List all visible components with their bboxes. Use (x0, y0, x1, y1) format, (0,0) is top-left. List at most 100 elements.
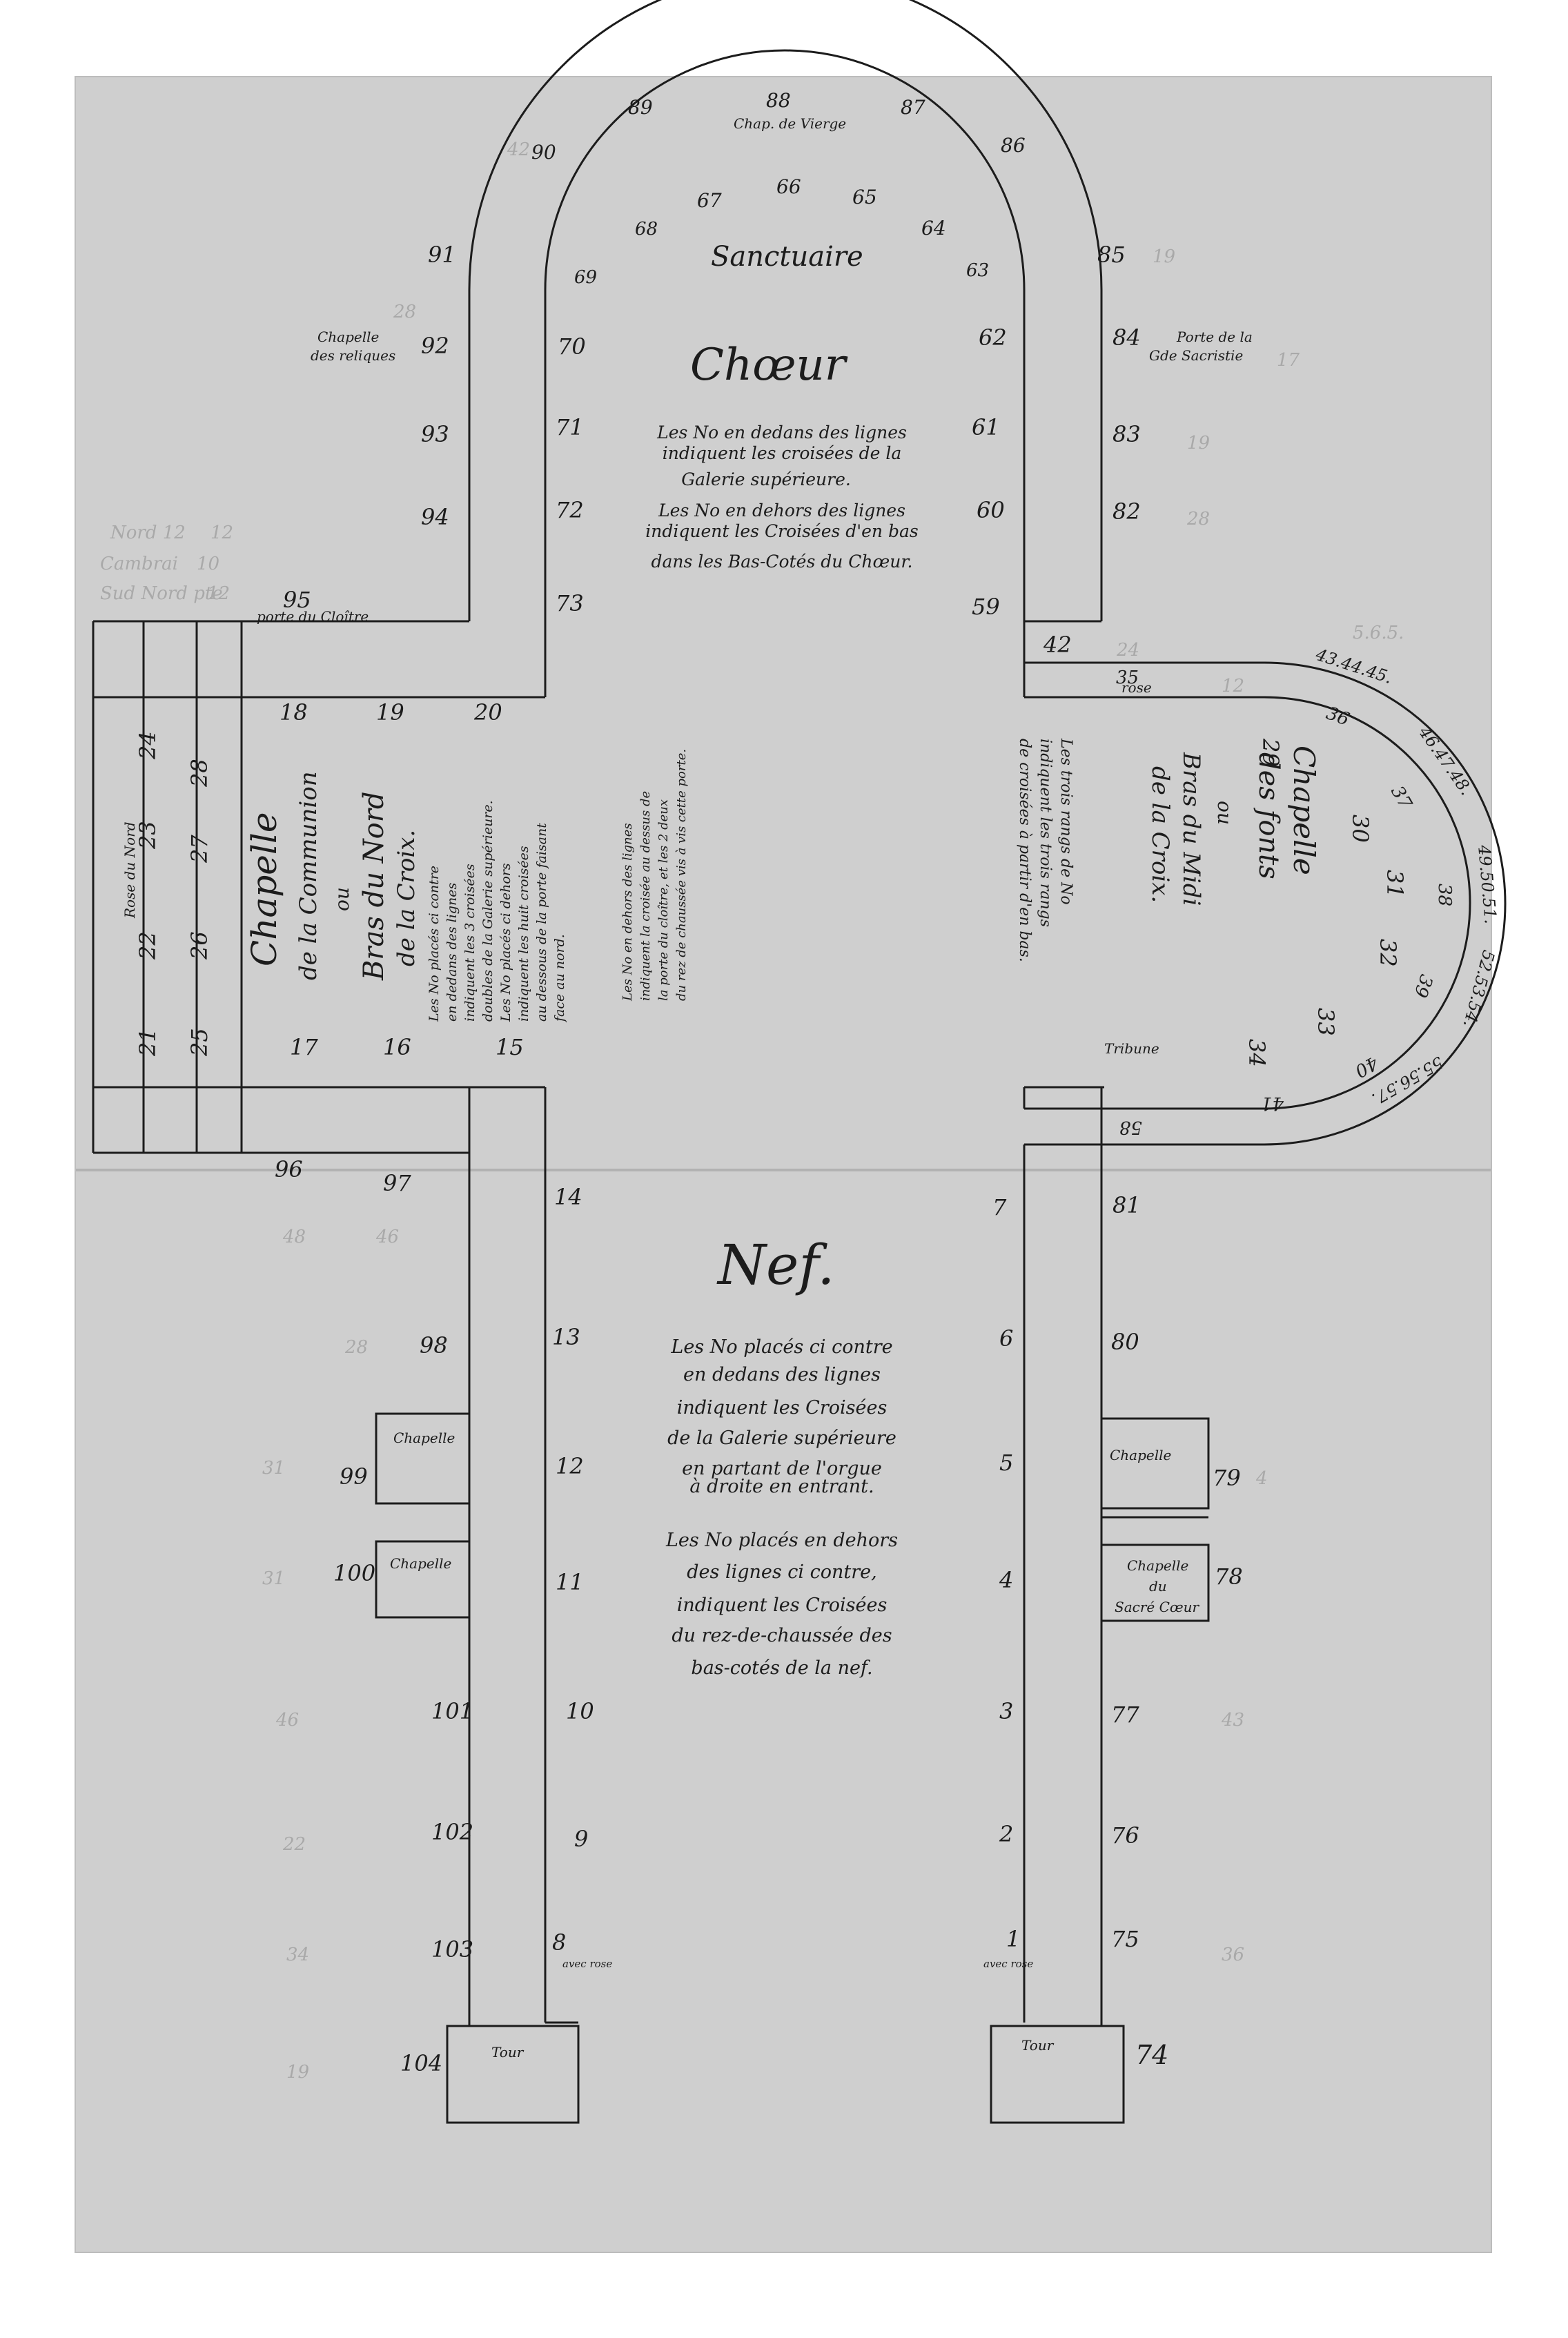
window-number: 7 (992, 1194, 1007, 1220)
window-number: 95 (283, 587, 311, 613)
window-number: 96 (275, 1156, 303, 1182)
window-number: 69 (574, 267, 597, 288)
pencil-note: 43 (1221, 1710, 1244, 1731)
chapel-line: des fonts (1253, 752, 1284, 879)
pencil-note: 22 (282, 1834, 306, 1855)
porte-cloitre-label: porte du Cloître (257, 608, 369, 625)
pencil-note: 36 (1222, 1945, 1244, 1965)
note-line: face au nord. (552, 934, 567, 1023)
nef-title: Nef. (716, 1233, 835, 1297)
pencil-note: 12 (1222, 676, 1244, 696)
window-number: 12 (556, 1453, 584, 1479)
window-number: 9 (574, 1826, 588, 1852)
window-number: 4 (999, 1567, 1013, 1593)
pencil-note: 42 (507, 139, 530, 160)
window-number: 71 (556, 414, 584, 440)
window-number: 85 (1097, 242, 1126, 268)
window-number: 61 (972, 414, 1000, 440)
window-number: 79 (1213, 1465, 1241, 1491)
window-number: 59 (972, 594, 1000, 620)
chapel-east-2b-label: du (1149, 1578, 1167, 1595)
porte-sacristie-label-2: Gde Sacristie (1149, 347, 1243, 364)
note-line: de croisées à partir d'en bas. (1016, 739, 1033, 962)
note-line: du rez-de-chaussée des (672, 1625, 892, 1646)
rose-sud-label: rose (1121, 679, 1152, 696)
note-line: bas-cotés de la nef. (691, 1657, 872, 1679)
note-line: indiquent les Croisées (677, 1397, 888, 1419)
note-line: au dessous de la porte faisant (534, 823, 549, 1022)
pencil-note: 31 (262, 1568, 285, 1589)
paper-sheet (76, 77, 1491, 2252)
pencil-note: 5.6.5. (1353, 623, 1404, 643)
window-number: 72 (556, 497, 584, 523)
chapel-line: ou (1213, 801, 1236, 825)
pencil-note: 28 (393, 302, 416, 322)
plan-walls (92, 0, 1507, 2124)
window-number: 20 (473, 699, 502, 725)
window-number: 77 (1111, 1702, 1139, 1728)
window-number: 102 (431, 1819, 473, 1845)
window-number: 101 (431, 1698, 473, 1724)
window-number: 27 (186, 835, 213, 864)
pencil-note: 4 (1255, 1468, 1268, 1489)
rose-nord-label: Rose du Nord (121, 821, 138, 919)
window-number: 87 (901, 96, 925, 119)
nef-note-2: Les No placés en dehors des lignes ci co… (665, 1530, 898, 1679)
nef-note-1: Les No placés ci contre en dedans des li… (667, 1336, 896, 1497)
window-number: 32 (1375, 939, 1401, 967)
note-line: doubles de la Galerie supérieure. (480, 800, 496, 1022)
note-line: Les trois rangs de No (1057, 738, 1075, 905)
window-number: 64 (921, 217, 946, 240)
chapel-line: de la Croix. (1146, 766, 1174, 903)
note-line: Les No placés ci dehors (498, 863, 513, 1022)
window-number: 80 (1111, 1329, 1139, 1355)
window-number: 14 (554, 1184, 582, 1210)
pencil-note: Cambrai (100, 554, 178, 574)
chapel-line: de la Communion (295, 771, 322, 980)
window-number: 103 (431, 1936, 473, 1962)
window-number: 70 (558, 333, 586, 360)
window-number: 29 (1257, 738, 1284, 767)
chapel-line: ou (331, 887, 353, 911)
note-line: indiquent les Croisées (677, 1595, 888, 1616)
window-number: 42 (1043, 632, 1072, 658)
window-number: 28 (186, 759, 213, 788)
chapel-line: Chapelle (1287, 746, 1321, 875)
pencil-note: 12 (210, 523, 233, 543)
window-number: 82 (1113, 498, 1141, 525)
pencil-note: 48 (282, 1227, 306, 1247)
porte-sacristie-label-1: Porte de la (1176, 329, 1253, 345)
window-number: 74 (1135, 2040, 1168, 2070)
window-number: 68 (635, 219, 658, 240)
window-number: 49.50.51. (1474, 844, 1500, 925)
window-number: 5 (999, 1450, 1013, 1476)
window-number: 92 (421, 333, 449, 359)
note-line: indiquent les Croisées d'en bas (645, 521, 918, 541)
north-chapel-title: Chapelle de la Communion ou Bras du Nord… (244, 771, 420, 981)
window-number: 83 (1113, 421, 1141, 447)
window-number: 90 (531, 141, 556, 164)
window-number: 25 (186, 1028, 213, 1057)
window-number: 91 (428, 242, 456, 268)
window-number: 3 (999, 1698, 1013, 1724)
window-number: 73 (556, 590, 584, 616)
window-number: 46.47.48. (1415, 723, 1476, 799)
pencil-note: Nord 12 (110, 523, 186, 543)
window-number: 62 (979, 324, 1007, 351)
window-number: 86 (1001, 134, 1026, 157)
window-number: 38 (1434, 884, 1455, 906)
note-line: Les No placés ci contre (670, 1336, 892, 1358)
avec-rose-right: avec rose (983, 1958, 1033, 1970)
pencil-note: Sud Nord pte (100, 583, 223, 604)
pencil-note: 34 (286, 1945, 309, 1965)
pencil-note: 24 (1116, 640, 1139, 661)
window-number: 30 (1347, 815, 1373, 843)
avec-rose-left: avec rose (562, 1958, 612, 1970)
note-line: indiquent les trois rangs (1037, 739, 1054, 927)
window-number: 88 (766, 89, 791, 112)
chapel-line: Chapelle (244, 812, 284, 966)
window-number: 21 (135, 1028, 161, 1057)
window-number: 33 (1313, 1008, 1339, 1036)
window-number: 76 (1111, 1822, 1139, 1849)
pencil-note: 19 (1153, 246, 1175, 267)
